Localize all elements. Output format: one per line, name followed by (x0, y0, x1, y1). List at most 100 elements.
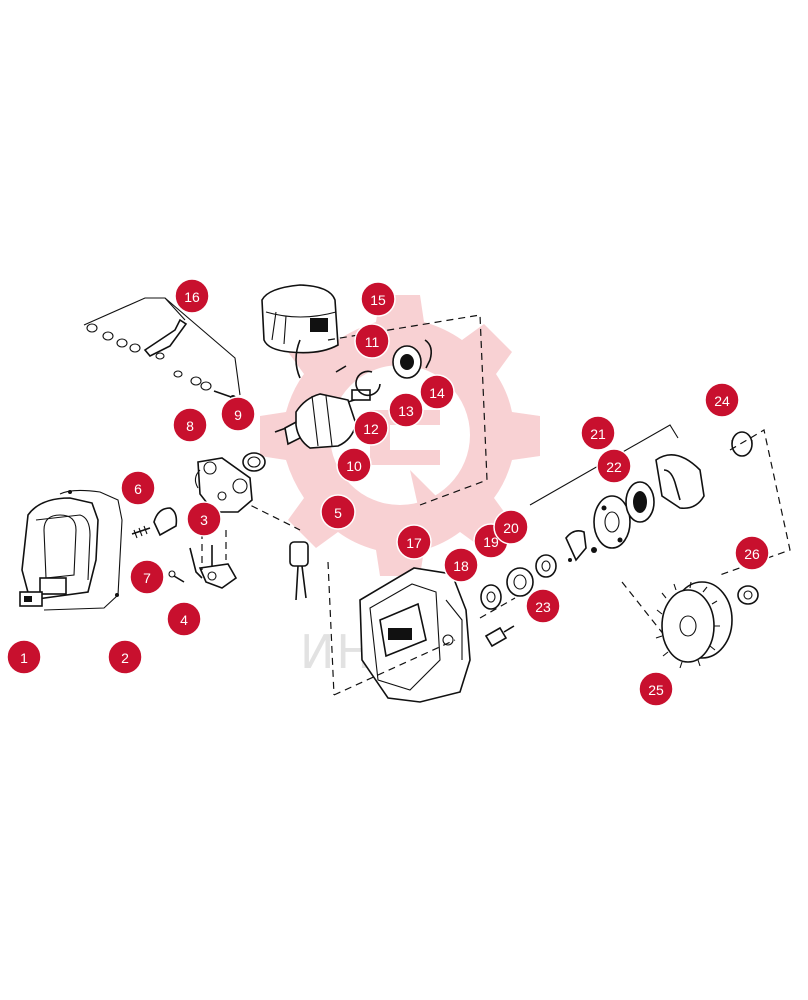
callout-label: 2 (121, 650, 129, 666)
callout-label: 18 (453, 558, 469, 574)
callout-badge (129, 559, 165, 595)
callout-25[interactable]: 25 (638, 671, 674, 707)
callout-22[interactable]: 22 (596, 448, 632, 484)
callout-label: 14 (429, 385, 445, 401)
callout-label: 4 (180, 612, 188, 628)
callout-label: 11 (365, 334, 380, 350)
callout-label: 25 (648, 682, 664, 698)
part-25-gear (655, 581, 733, 669)
callout-label: 1 (20, 650, 28, 666)
callout-4[interactable]: 4 (166, 601, 202, 637)
callout-badge (107, 639, 143, 675)
part-5-condenser (289, 541, 309, 601)
part-26-nut (737, 585, 759, 605)
part-16-hardware (83, 297, 241, 401)
callout-badge (120, 470, 156, 506)
callout-label: 12 (363, 421, 379, 437)
callout-badge (6, 639, 42, 675)
callout-label: 10 (346, 458, 362, 474)
callout-label: 5 (334, 505, 342, 521)
callout-label: 7 (143, 570, 151, 586)
part-8-plate (194, 457, 253, 513)
callout-badge (388, 392, 424, 428)
callout-badge (220, 396, 256, 432)
part-19-bearing (506, 567, 534, 597)
part-9-bushing (242, 452, 266, 472)
callout-badge (419, 374, 455, 410)
callout-label: 20 (503, 520, 519, 536)
callout-badge (580, 415, 616, 451)
callout-6[interactable]: 6 (120, 470, 156, 506)
housing-dashed-group (327, 561, 516, 696)
callout-1[interactable]: 1 (6, 639, 42, 675)
callout-label: 23 (535, 599, 551, 615)
callout-10[interactable]: 10 (336, 447, 372, 483)
callout-label: 21 (590, 426, 606, 442)
callout-13[interactable]: 13 (388, 392, 424, 428)
callout-label: 6 (134, 481, 142, 497)
callout-15[interactable]: 15 (360, 281, 396, 317)
callout-16[interactable]: 16 (174, 278, 210, 314)
part-20-washer (535, 554, 557, 578)
callout-label: 24 (714, 393, 730, 409)
callout-label: 26 (744, 546, 760, 562)
part-1-cover (19, 497, 99, 607)
callout-24[interactable]: 24 (704, 382, 740, 418)
callout-badge (354, 323, 390, 359)
callout-badge (443, 547, 479, 583)
callout-12[interactable]: 12 (353, 410, 389, 446)
part-7-cam (153, 507, 178, 537)
callout-badge (525, 588, 561, 624)
part-6-spring (131, 525, 151, 539)
callout-5[interactable]: 5 (320, 494, 356, 530)
part-21-cup (655, 454, 705, 510)
callout-3[interactable]: 3 (186, 501, 222, 537)
callout-label: 13 (398, 403, 414, 419)
callout-17[interactable]: 17 (396, 524, 432, 560)
callout-label: 16 (184, 289, 200, 305)
callout-11[interactable]: 11 (354, 323, 390, 359)
callout-8[interactable]: 8 (172, 407, 208, 443)
callout-label: 19 (483, 534, 499, 550)
callout-20[interactable]: 20 (493, 509, 529, 545)
callout-badge (596, 448, 632, 484)
callout-badge (704, 382, 740, 418)
part-21-coupling (529, 424, 679, 562)
callout-2[interactable]: 2 (107, 639, 143, 675)
callout-label: 3 (200, 512, 208, 528)
callout-label: 17 (406, 535, 422, 551)
callout-badge (396, 524, 432, 560)
drive-dashed-group (621, 429, 791, 641)
part-3-lever (189, 545, 238, 589)
callout-label: 8 (186, 418, 194, 434)
part-10-rotor (274, 389, 371, 449)
callout-badge (493, 509, 529, 545)
callout-label: 22 (606, 459, 622, 475)
callout-26[interactable]: 26 (734, 535, 770, 571)
callout-badge (320, 494, 356, 530)
callout-badge (638, 671, 674, 707)
part-24-bushing (731, 431, 753, 457)
parts-11-14 (335, 339, 432, 397)
callout-badge (172, 407, 208, 443)
callout-badge (734, 535, 770, 571)
callout-21[interactable]: 21 (580, 415, 616, 451)
lever-dashed-guide (201, 520, 227, 570)
callout-badge (360, 281, 396, 317)
callout-9[interactable]: 9 (220, 396, 256, 432)
part-15-coil (261, 284, 339, 379)
part-18-washer (480, 584, 502, 610)
part-4-pin (168, 570, 185, 583)
callout-18[interactable]: 18 (443, 547, 479, 583)
callout-badge (353, 410, 389, 446)
part-23-stud (484, 625, 515, 648)
callout-23[interactable]: 23 (525, 588, 561, 624)
callout-7[interactable]: 7 (129, 559, 165, 595)
callout-badge (186, 501, 222, 537)
callout-badge (174, 278, 210, 314)
callout-badge (166, 601, 202, 637)
callout-14[interactable]: 14 (419, 374, 455, 410)
callout-badge (336, 447, 372, 483)
